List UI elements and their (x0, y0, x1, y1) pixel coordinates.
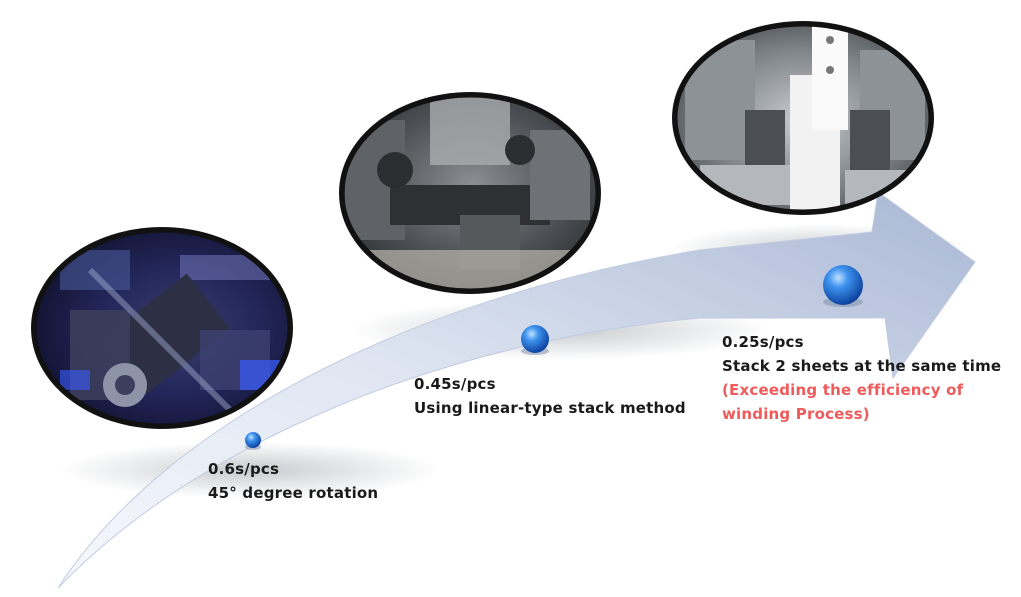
stage-3-highlight-line-1: (Exceeding the efficiency of (722, 381, 964, 399)
stage-3-description: Stack 2 sheets at the same time (722, 357, 1002, 375)
milestone-dot-3 (823, 265, 863, 307)
stage-2-speed: 0.45s/pcs (414, 375, 496, 393)
stage-2-label: 0.45s/pcs Using linear-type stack method (414, 372, 686, 420)
machine-photo-2 (339, 92, 601, 294)
stage-1-label: 0.6s/pcs 45° degree rotation (208, 457, 378, 505)
stage-1-description: 45° degree rotation (208, 484, 379, 502)
stage-3-label: 0.25s/pcs Stack 2 sheets at the same tim… (722, 330, 1001, 426)
milestone-dot-2 (521, 325, 549, 355)
machine-photo-1 (31, 227, 293, 429)
stage-1-speed: 0.6s/pcs (208, 460, 280, 478)
milestone-dot-1 (245, 432, 261, 450)
stage-3-highlight-line-2: winding Process) (722, 405, 870, 423)
machine-photo-3 (672, 21, 934, 215)
stage-2-description: Using linear-type stack method (414, 399, 686, 417)
stage-3-speed: 0.25s/pcs (722, 333, 804, 351)
